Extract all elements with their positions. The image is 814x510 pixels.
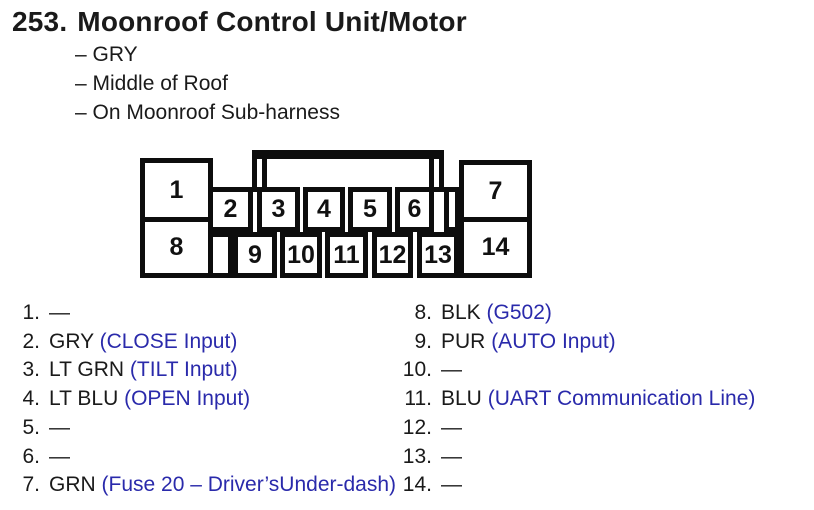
- connector-blank-cell-bottom: [208, 232, 233, 278]
- pin-description: —: [49, 443, 70, 472]
- pin-row: 11. BLU (UART Communication Line): [400, 385, 755, 414]
- location-note: – On Moonroof Sub-harness: [75, 101, 340, 124]
- connector-pin-cell-10: 10: [280, 232, 322, 278]
- connector-blank-cell-top: [444, 187, 460, 232]
- section-title: Moonroof Control Unit/Motor: [77, 6, 467, 37]
- pin-row: 4. LT BLU (OPEN Input): [14, 385, 396, 414]
- pin-number: 7.: [22, 473, 40, 497]
- pin-description: —: [49, 414, 70, 443]
- wire-color: LT GRN: [49, 358, 125, 382]
- pin-number: 2.: [22, 329, 40, 353]
- pin-row: 6. —: [14, 443, 396, 472]
- pin-function: (TILT Input): [129, 358, 238, 382]
- pin-number: 12.: [402, 415, 432, 439]
- connector-pin-cell-1: 1: [140, 158, 213, 222]
- pin-description: —: [441, 443, 462, 472]
- pin-row: 9. PUR (AUTO Input): [400, 328, 755, 357]
- pin-description: LT BLU (OPEN Input): [49, 385, 250, 414]
- pin-description: BLK (G502): [441, 299, 552, 328]
- pin-function: (CLOSE Input): [99, 329, 238, 353]
- pin-row: 10. —: [400, 356, 755, 385]
- pin-description: —: [441, 471, 462, 500]
- pin-number: 4.: [22, 387, 40, 411]
- pin-number: 10.: [402, 358, 432, 382]
- pin-description: BLU (UART Communication Line): [441, 385, 755, 414]
- wire-color: GRN: [49, 473, 96, 497]
- pin-description: —: [441, 414, 462, 443]
- pin-number: 8.: [414, 301, 432, 324]
- connector-pin-cell-6: 6: [395, 187, 434, 232]
- wire-color: GRY: [49, 329, 94, 353]
- pin-row: 5. —: [14, 414, 396, 443]
- pin-function: (G502): [486, 301, 552, 324]
- page-title: 253. Moonroof Control Unit/Motor: [12, 6, 467, 38]
- pin-description: —: [441, 356, 462, 385]
- pin-description: GRN (Fuse 20 – Driver’sUnder-dash): [49, 471, 396, 500]
- connector-pin-cell-12: 12: [372, 232, 413, 278]
- wire-color: —: [49, 301, 70, 324]
- pin-description: LT GRN (TILT Input): [49, 356, 238, 385]
- connector-pin-cell-4: 4: [303, 187, 345, 232]
- pin-function: (AUTO Input): [491, 329, 616, 353]
- pin-number: 11.: [404, 387, 432, 411]
- wire-color: —: [441, 444, 462, 468]
- pin-number: 14.: [402, 473, 432, 497]
- pin-number: 6.: [22, 444, 40, 468]
- connector-pin-cell-9: 9: [233, 232, 277, 278]
- wire-color: —: [49, 444, 70, 468]
- section-number: 253.: [12, 6, 68, 37]
- pin-row: 13. —: [400, 443, 755, 472]
- wire-color: PUR: [441, 329, 486, 353]
- pin-function: (OPEN Input): [124, 387, 251, 411]
- connector-pin-cell-11: 11: [325, 232, 368, 278]
- pin-function: (Fuse 20 – Driver’sUnder-dash): [101, 473, 397, 497]
- connector-pin-cell-3: 3: [257, 187, 300, 232]
- wire-color: BLK: [441, 301, 481, 324]
- connector-pin-cell-5: 5: [348, 187, 392, 232]
- location-note: – GRY: [75, 43, 138, 66]
- pin-row: 1. —: [14, 299, 396, 328]
- connector-pin-cell-2: 2: [208, 187, 253, 232]
- location-notes: – GRY – Middle of Roof – On Moonroof Sub…: [75, 40, 340, 127]
- connector-diagram: 1 2 3 4 5 6 7 8 9 10 11 12 13 14: [140, 150, 532, 278]
- pin-description: GRY (CLOSE Input): [49, 328, 237, 357]
- pin-row: 7. GRN (Fuse 20 – Driver’sUnder-dash): [14, 471, 396, 500]
- pin-number: 3.: [22, 358, 40, 382]
- location-note: – Middle of Roof: [75, 72, 228, 95]
- pin-row: 8. BLK (G502): [400, 299, 755, 328]
- wire-color: —: [441, 415, 462, 439]
- connector-pin-cell-8: 8: [140, 217, 213, 278]
- connector-pin-cell-13: 13: [417, 232, 459, 278]
- wire-color: LT BLU: [49, 387, 119, 411]
- pin-number: 13.: [402, 444, 432, 468]
- pin-row: 12. —: [400, 414, 755, 443]
- pin-row: 14. —: [400, 471, 755, 500]
- pin-number: 9.: [414, 329, 432, 353]
- wire-color: —: [441, 358, 462, 382]
- connector-pin-cell-14: 14: [459, 217, 532, 278]
- pin-row: 3. LT GRN (TILT Input): [14, 356, 396, 385]
- pin-number: 1.: [22, 301, 40, 324]
- wire-color: BLU: [441, 387, 482, 411]
- pin-description: PUR (AUTO Input): [441, 328, 616, 357]
- wire-color: —: [441, 473, 462, 497]
- pin-number: 5.: [22, 415, 40, 439]
- pin-description: —: [49, 299, 70, 328]
- connector-latch-bar: [252, 150, 444, 159]
- connector-pin-cell-7: 7: [459, 160, 532, 222]
- pin-list-left: 1. — 2. GRY (CLOSE Input) 3. LT GRN (TIL…: [14, 299, 396, 500]
- wire-color: —: [49, 415, 70, 439]
- pin-row: 2. GRY (CLOSE Input): [14, 328, 396, 357]
- pin-list-right: 8. BLK (G502) 9. PUR (AUTO Input) 10. — …: [400, 299, 756, 500]
- pin-function: (UART Communication Line): [487, 387, 756, 411]
